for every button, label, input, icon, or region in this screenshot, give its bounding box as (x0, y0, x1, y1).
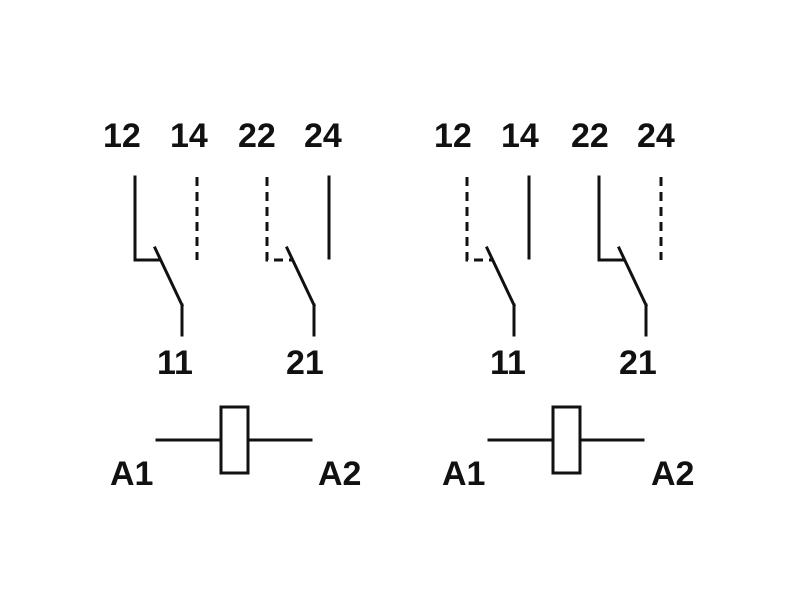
terminal-22-label: 22 (238, 117, 276, 155)
coil-symbol (551, 405, 582, 475)
terminal-21-label: 21 (286, 344, 324, 382)
contact-set-2 (597, 175, 663, 337)
terminal-11-label: 11 (157, 344, 193, 382)
nc-contact-12 (133, 175, 162, 262)
contact-set-2 (265, 175, 331, 337)
terminal-24-label: 24 (304, 117, 342, 155)
switch-blade (285, 246, 316, 307)
switch-blade (153, 246, 184, 307)
contact-set-1 (465, 175, 531, 337)
terminal-24-label: 24 (637, 117, 675, 155)
relay-2: 12 14 22 24 11 21 A1 A2 (434, 117, 694, 493)
terminal-12-label: 12 (103, 117, 141, 155)
contact-set-1 (133, 175, 199, 337)
coil-a2-label: A2 (318, 455, 361, 493)
switch-blade (617, 246, 648, 307)
nc-contact-12 (465, 177, 492, 262)
coil-a1-label: A1 (442, 455, 485, 493)
terminal-14-label: 14 (170, 117, 208, 155)
coil-a2-label: A2 (651, 455, 694, 493)
terminal-21-label: 21 (619, 344, 657, 382)
coil-1: A1 A2 (110, 405, 361, 493)
switch-blade (485, 246, 516, 307)
terminal-14-label: 14 (501, 117, 539, 155)
terminal-11-label: 11 (490, 344, 526, 382)
coil-symbol (219, 405, 250, 475)
nc-contact-22 (265, 177, 292, 262)
terminal-22-label: 22 (571, 117, 609, 155)
relay-1: 12 14 22 24 11 21 A1 A2 (103, 117, 361, 493)
nc-contact-22 (597, 175, 626, 262)
terminal-12-label: 12 (434, 117, 472, 155)
coil-a1-label: A1 (110, 455, 153, 493)
coil-2: A1 A2 (442, 405, 694, 493)
